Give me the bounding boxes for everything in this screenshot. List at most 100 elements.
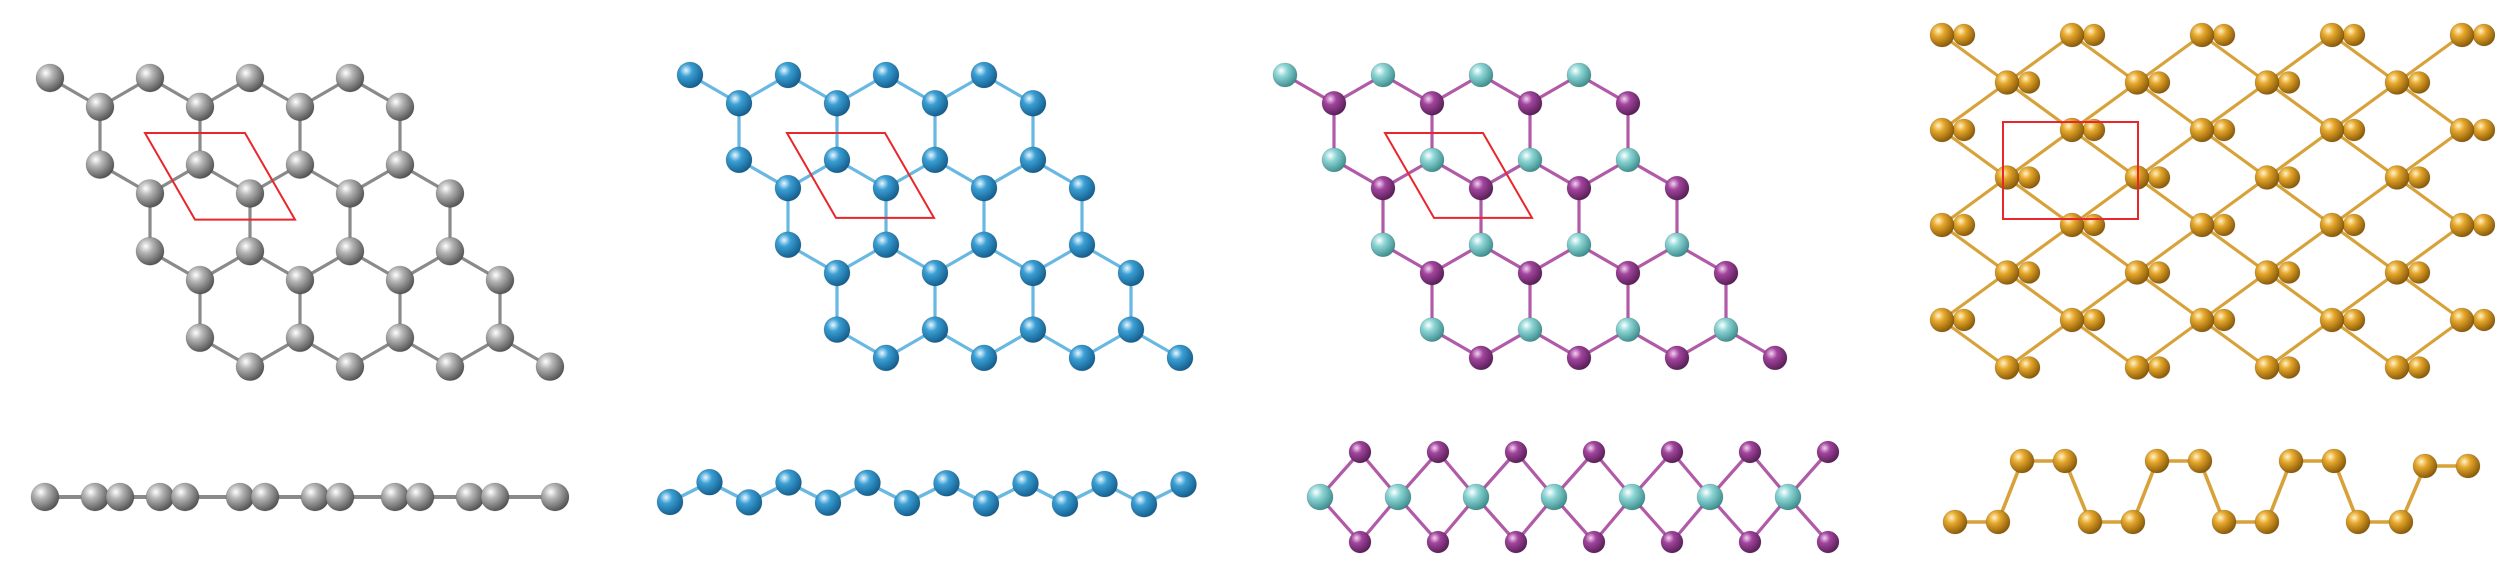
side-atom	[1660, 440, 1684, 464]
atom-front	[2254, 165, 2280, 190]
atom-front	[2189, 22, 2215, 48]
atom-back	[1952, 213, 1976, 237]
atom-front	[2449, 22, 2475, 48]
bond	[2200, 80, 2269, 132]
atom-a	[1468, 62, 1494, 88]
side-atom	[1774, 483, 1802, 511]
side-atom	[1738, 440, 1762, 464]
bond	[2070, 270, 2139, 322]
bond	[2135, 318, 2204, 370]
side-atom	[2455, 453, 2481, 479]
side-atom	[1660, 530, 1684, 554]
atom-b	[485, 265, 515, 295]
atom-back	[2017, 71, 2041, 94]
atom-b	[1713, 260, 1739, 286]
atom-front	[2189, 307, 2215, 333]
bond	[2395, 175, 2464, 227]
bond	[2005, 318, 2074, 370]
atom-front	[1994, 355, 2020, 380]
bond	[1940, 175, 2009, 227]
atom-b	[385, 92, 415, 122]
atom-b	[435, 352, 465, 382]
atom-b	[1517, 90, 1543, 116]
atom-b	[85, 92, 115, 122]
side-atom	[2254, 509, 2280, 535]
atom-front	[2254, 260, 2280, 285]
atom-back	[2472, 118, 2495, 142]
bond	[2265, 223, 2334, 275]
atom-a	[1068, 231, 1096, 259]
atom-b	[1468, 345, 1494, 371]
atom-b	[1468, 175, 1494, 201]
atom-b	[335, 179, 365, 208]
bond	[2265, 33, 2334, 85]
atom-a	[774, 231, 802, 259]
phosphorene-panel	[1929, 22, 2495, 535]
bond	[2330, 318, 2399, 370]
side-atom	[2144, 448, 2170, 474]
side-atom	[2412, 453, 2438, 479]
side-atom	[696, 468, 723, 496]
atom-back	[2147, 356, 2171, 379]
atom-b	[1566, 175, 1592, 201]
atom-a	[1272, 62, 1298, 88]
atom-back	[2082, 213, 2106, 237]
bond	[2395, 128, 2464, 180]
side-atom	[105, 482, 135, 512]
atom-front	[2124, 260, 2150, 285]
bond	[2330, 80, 2399, 132]
atom-a	[921, 316, 949, 344]
atom-a	[1517, 317, 1543, 343]
atom-front	[2189, 117, 2215, 143]
atom-front	[2319, 212, 2345, 238]
atom-a	[185, 150, 215, 180]
atom-back	[2147, 166, 2171, 189]
atom-a	[1370, 62, 1396, 88]
side-atom	[1051, 490, 1079, 518]
atom-a	[1615, 147, 1641, 173]
side-atom	[2009, 448, 2035, 474]
atom-a	[1117, 316, 1145, 344]
atom-a	[676, 61, 704, 89]
atom-front	[2319, 307, 2345, 333]
atom-front	[2449, 307, 2475, 333]
bond	[2395, 318, 2464, 370]
bond	[2200, 270, 2269, 322]
bond	[2135, 80, 2204, 132]
atom-back	[2017, 261, 2041, 284]
atom-a	[1468, 232, 1494, 258]
atom-b	[135, 179, 165, 208]
atom-back	[2212, 23, 2236, 47]
bond	[2395, 223, 2464, 275]
atom-a	[285, 150, 315, 180]
side-atom	[1582, 530, 1606, 554]
bond	[2070, 128, 2139, 180]
bond	[2070, 318, 2139, 370]
atom-a	[774, 61, 802, 89]
bond	[2330, 223, 2399, 275]
atom-b	[970, 174, 998, 202]
side-atom	[250, 482, 280, 512]
atom-front	[1994, 260, 2020, 285]
side-atom	[1504, 440, 1528, 464]
atom-front	[2319, 117, 2345, 143]
unit-cell-outline	[143, 132, 297, 221]
atom-b	[1664, 345, 1690, 371]
atom-a	[185, 323, 215, 353]
atom-back	[2407, 261, 2431, 284]
side-atom	[2278, 448, 2304, 474]
side-atom	[1170, 470, 1197, 498]
atom-b	[535, 352, 565, 382]
side-atom	[1738, 530, 1762, 554]
bond	[2070, 175, 2139, 227]
atom-b	[872, 174, 900, 202]
atom-a	[1321, 147, 1347, 173]
side-atom	[933, 469, 960, 497]
atom-b	[285, 265, 315, 295]
atom-front	[2059, 212, 2085, 238]
atom-a	[385, 323, 415, 353]
bond	[2395, 270, 2464, 322]
atom-front	[1929, 117, 1955, 143]
atom-b	[1019, 89, 1047, 117]
bond	[2135, 270, 2204, 322]
